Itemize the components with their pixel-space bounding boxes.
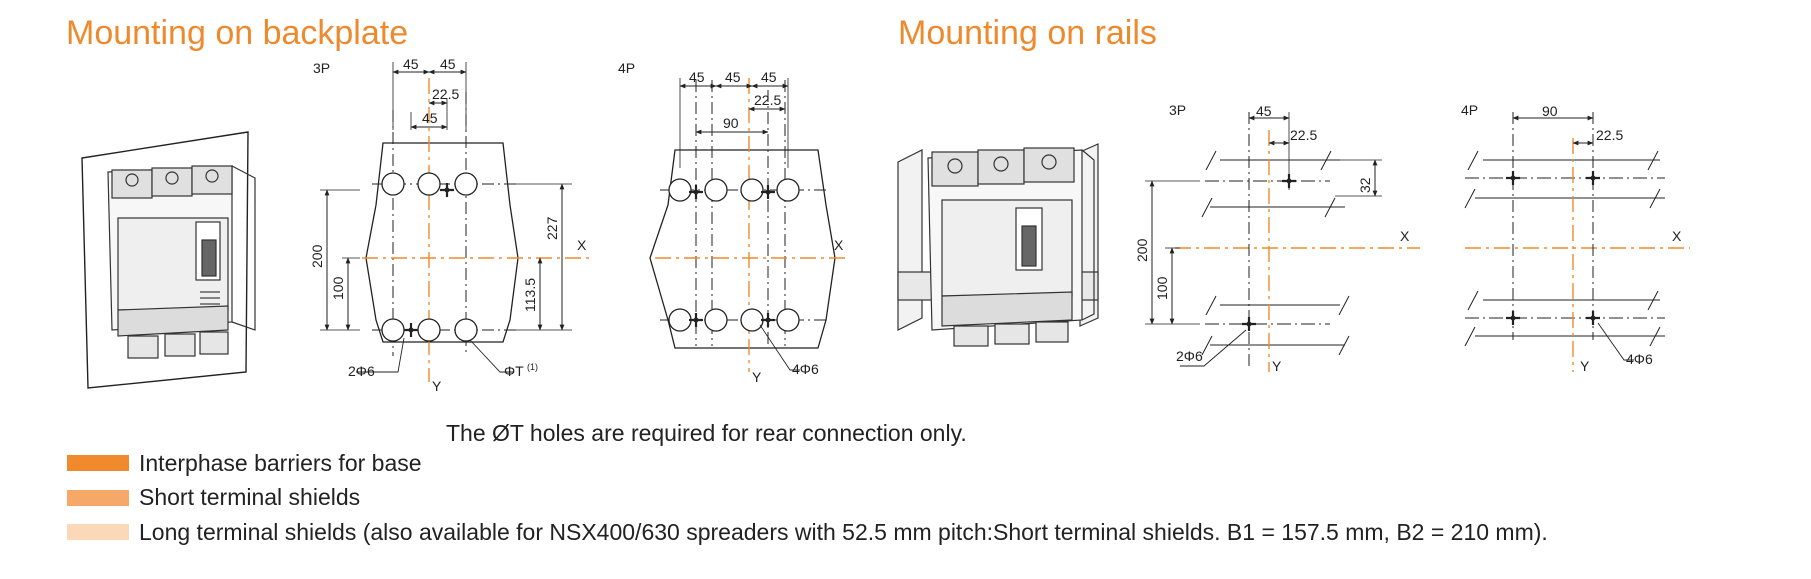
dim-22-5-b: 22.5 — [754, 92, 781, 108]
dim-45-e: 45 — [725, 69, 741, 85]
breaker-illustration-rails — [897, 143, 1099, 347]
dim-227: 227 — [544, 216, 560, 240]
axis-x-label: X — [577, 237, 587, 253]
legend-swatch-long-terminal-shields — [67, 524, 129, 541]
dim-45-c: 45 — [422, 110, 438, 126]
label-3p-backplate: 3P — [313, 60, 330, 76]
legend-swatch-short-terminal-shields — [67, 489, 129, 506]
label-3p-rails: 3P — [1169, 102, 1186, 118]
dim-22-5-d: 22.5 — [1596, 127, 1623, 143]
legend-label-short-terminal-shields: Short terminal shields — [139, 484, 361, 511]
axis-y-label-c: Y — [1272, 358, 1282, 374]
label-4p-rails: 4P — [1461, 102, 1478, 118]
dim-32: 32 — [1357, 177, 1373, 193]
dim-45-d: 45 — [689, 69, 705, 85]
dim-100: 100 — [330, 276, 346, 300]
dim-90: 90 — [723, 115, 739, 131]
dim-22-5: 22.5 — [432, 86, 459, 102]
axis-y-label-b: Y — [752, 369, 762, 385]
dim-45-a: 45 — [403, 56, 419, 72]
diagram-backplate-4p — [649, 78, 845, 372]
dim-200-b: 200 — [1134, 238, 1150, 262]
rear-connection-note: The ØT holes are required for rear conne… — [446, 420, 967, 446]
legend-item-interphase-barriers: Interphase barriers for base — [67, 446, 1548, 481]
axis-x-label-c: X — [1400, 228, 1410, 244]
axis-x-label-d: X — [1672, 228, 1682, 244]
dim-200: 200 — [309, 244, 325, 268]
legend: Interphase barriers for base Short termi… — [67, 446, 1548, 550]
heading-mounting-on-rails: Mounting on rails — [898, 14, 1157, 52]
legend-item-long-terminal-shields: Long terminal shields (also available fo… — [67, 515, 1548, 550]
dim-113-5: 113.5 — [522, 278, 538, 312]
dim-100-b: 100 — [1154, 276, 1170, 300]
callout-2phi6: 2Φ6 — [348, 363, 375, 379]
dim-22-5-c: 22.5 — [1290, 127, 1317, 143]
dim-45-f: 45 — [761, 69, 777, 85]
axis-y-label: Y — [432, 378, 442, 394]
legend-item-short-terminal-shields: Short terminal shields — [67, 481, 1548, 516]
dim-45-g: 45 — [1256, 103, 1272, 119]
breaker-illustration-backplate — [81, 131, 256, 389]
callout-2phi6-b: 2Φ6 — [1176, 348, 1203, 364]
callout-phi-t-note: (1) — [527, 362, 538, 372]
heading-mounting-on-backplate: Mounting on backplate — [66, 14, 409, 52]
axis-y-label-d: Y — [1580, 358, 1590, 374]
drawings-canvas: 3P 45 45 22.5 45 200 100 227 113.5 X Y 2… — [81, 56, 1690, 394]
legend-label-long-terminal-shields: Long terminal shields (also available fo… — [139, 518, 1548, 545]
dim-45-b: 45 — [440, 56, 456, 72]
legend-label-interphase-barriers: Interphase barriers for base — [139, 449, 422, 476]
diagram-rails-3p — [1145, 112, 1420, 372]
axis-x-label-b: X — [834, 237, 844, 253]
legend-swatch-interphase-barriers — [67, 455, 129, 472]
callout-phi-t: ΦT — [504, 363, 524, 379]
callout-4phi6: 4Φ6 — [792, 361, 819, 377]
diagram-rails-4p — [1464, 112, 1690, 372]
diagram-backplate-3p — [320, 62, 592, 382]
callout-4phi6-b: 4Φ6 — [1626, 351, 1653, 367]
dim-90-b: 90 — [1542, 103, 1558, 119]
label-4p-backplate: 4P — [618, 60, 635, 76]
